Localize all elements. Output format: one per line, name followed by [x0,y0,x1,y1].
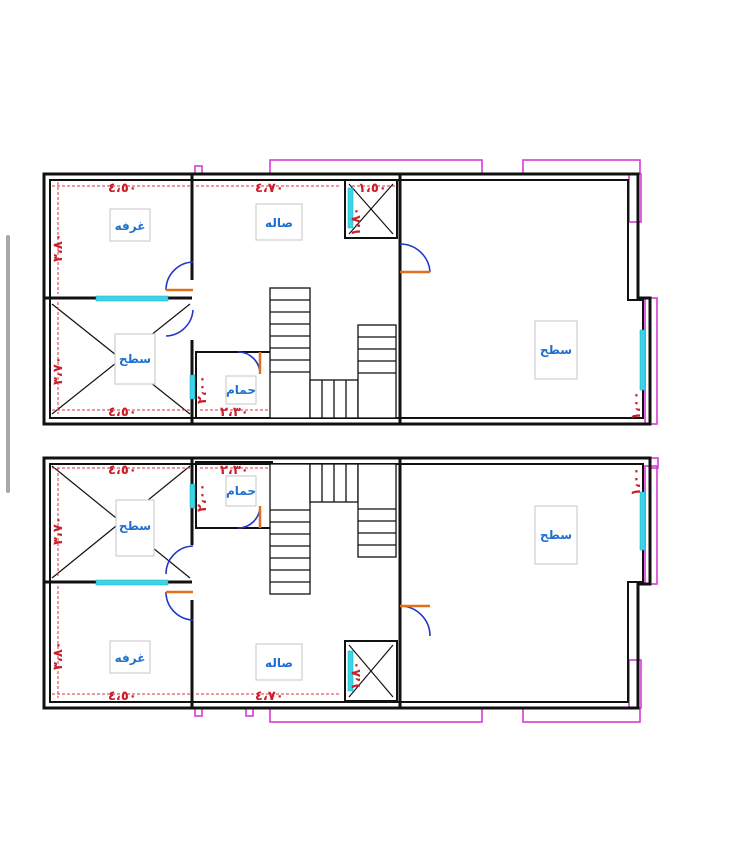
void-cross-icon [348,183,394,235]
dim-bath-depth: ٢،٠٠ [195,375,210,404]
window-icon [189,483,196,509]
dim-void-depth: ٣،٧٠ [51,356,66,385]
label-bathroom: حمام [226,484,256,499]
staircase-icon [269,463,397,595]
label-void-roof: سطح [119,352,151,366]
upper-shaft [344,179,398,239]
dim-room-depth: ٣،٨٠ [51,641,66,670]
dim-shaft-depth: ١،٨٠ [349,661,364,690]
lower-unit: ٤،٥٠ ٢،٣٠ ٣،٧٠ ٣،٨٠ ٢،٠٠ ٤،٥٠ ٤،٧٠ ١،٨٠ … [42,456,659,723]
dim-shaft-width: ١،٥٠ [358,181,387,196]
dim-void-width: ٤،٥٠ [108,405,137,420]
scroll-indicator[interactable] [6,235,10,493]
door-swing-icon [165,243,431,375]
dim-hall-width: ٤،٧٠ [255,181,284,196]
lower-outer-wall [42,456,652,710]
window-icon [347,187,354,229]
void-cross-icon [348,644,394,698]
upper-outer-wall [42,172,652,426]
upper-unit: ٤،٥٠ ٤،٧٠ ١،٥٠ ٣،٨٠ ٣،٧٠ ٤،٥٠ ٢،٣٠ ٢،٠٠ … [42,159,658,426]
label-roof: سطح [540,528,572,542]
window-icon [189,374,196,400]
dim-roof-edge: ١،٠٠ [629,467,644,496]
label-hall: صاله [265,656,293,670]
label-void-roof: سطح [119,519,151,533]
balcony-outline-top-2 [522,159,641,175]
dim-void-depth: ٣،٧٠ [51,516,66,545]
staircase-icon [269,287,397,419]
window-icon [639,491,646,551]
dim-bath-depth: ٢،٠٠ [195,483,210,512]
window-icon [639,329,646,391]
dim-room-depth: ٣،٨٠ [51,233,66,262]
window-icon [95,295,169,302]
label-room: غرفه [115,651,146,665]
dim-bath-width: ٢،٣٠ [220,463,249,478]
dim-roof-edge: ١،٠٠ [629,391,644,420]
lower-inner-wall [49,463,644,703]
door-swing-icon [165,505,431,637]
label-hall: صاله [265,216,293,230]
label-room: غرفه [115,219,146,233]
balcony-outline-bottom-1 [269,707,483,723]
balcony-outline-bottom-2 [522,707,641,723]
label-roof: سطح [540,343,572,357]
dim-shaft-depth: ١،٨٠ [349,207,364,236]
lower-shaft [344,640,398,702]
label-bathroom: حمام [226,383,256,398]
window-icon [95,579,169,586]
dim-hall-width: ٤،٧٠ [255,689,284,704]
window-icon [347,650,354,692]
upper-inner-wall [49,179,644,419]
dim-bath-width: ٢،٣٠ [220,405,249,420]
dim-room-width: ٤،٥٠ [108,181,137,196]
balcony-outline-top-1 [269,159,483,175]
dim-room-width: ٤،٥٠ [108,689,137,704]
dim-void-width: ٤،٥٠ [108,463,137,478]
